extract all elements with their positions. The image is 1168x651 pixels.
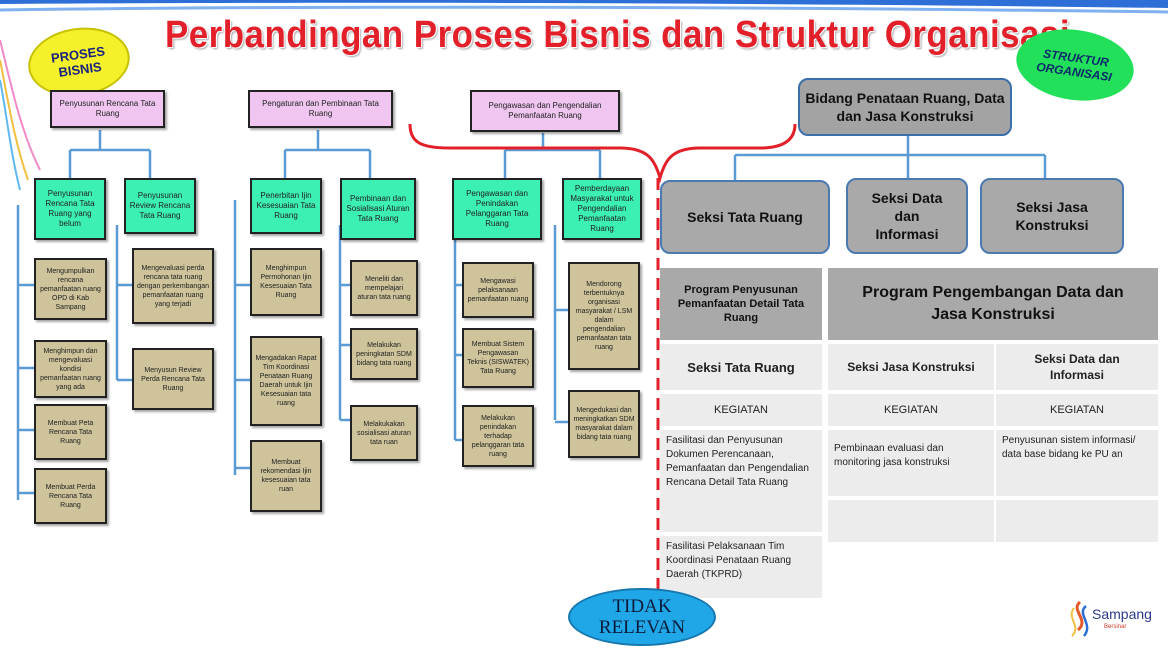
process-2-sub1: Penerbitan Ijin Kesesuaian Tata Ruang xyxy=(250,178,322,234)
sampang-logo-icon xyxy=(1070,600,1089,637)
table-empty-cell xyxy=(996,500,1158,542)
kegiatan-seksi-tata-ruang-1: Fasilitasi dan Penyusunan Dokumen Perenc… xyxy=(660,430,822,532)
process-2-sub2-item: Meneliti dan mempelajari aturan tata rua… xyxy=(350,260,418,316)
process-3-sub1-item: Melakukan penindakan terhadap pelanggara… xyxy=(462,405,534,467)
process-1-sub2: Penyusunan Review Rencana Tata Ruang xyxy=(124,178,196,234)
kegiatan-seksi-jasa-konstruksi: Pembinaan evaluasi dan monitoring jasa k… xyxy=(828,430,994,496)
seksi-data-informasi-box: Seksi Data dan Informasi xyxy=(846,178,968,254)
logo-tagline: Bersinar xyxy=(1104,624,1127,630)
page-title: Perbandingan Proses Bisnis dan Struktur … xyxy=(165,14,1071,56)
process-1-sub2-item: Mengevaluasi perda rencana tata ruang de… xyxy=(132,248,214,324)
process-2-sub1-item: Membuat rekomendasi Ijin kesesuaian tata… xyxy=(250,440,322,512)
tidak-relevan-badge: TIDAK RELEVAN xyxy=(568,588,716,646)
process-2-sub2: Pembinaan dan Sosialisasi Aturan Tata Ru… xyxy=(340,178,416,240)
process-3-sub2-item: Mendorong terbentuknya organisasi masyar… xyxy=(568,262,640,370)
kegiatan-label: KEGIATAN xyxy=(660,394,822,426)
col-seksi-tata-ruang: Seksi Tata Ruang xyxy=(660,344,822,390)
process-1-title: Penyusunan Rencana Tata Ruang xyxy=(50,90,165,128)
process-2-sub1-item: Mengadakan Rapat Tim Koordinasi Penataan… xyxy=(250,336,322,426)
process-2-sub1-item: Menghimpun Permohonan Ijin Kesesuaian Ta… xyxy=(250,248,322,316)
process-2-sub2-item: Melakukakan sosialisasi aturan tata ruan xyxy=(350,405,418,461)
process-1-sub1-item: Membuat Peta Rencana Tata Ruang xyxy=(34,404,107,460)
program-1-header: Program Penyusunan Pemanfaatan Detail Ta… xyxy=(660,268,822,340)
kegiatan-label: KEGIATAN xyxy=(996,394,1158,426)
kegiatan-label: KEGIATAN xyxy=(828,394,994,426)
process-3-title: Pengawasan dan Pengendalian Pemanfaatan … xyxy=(470,90,620,132)
process-2-sub2-item: Melakukan peningkatan SDM bidang tata ru… xyxy=(350,328,418,380)
process-1-sub2-item: Menyusun Review Perda Rencana Tata Ruang xyxy=(132,348,214,410)
bidang-box: Bidang Penataan Ruang, Data dan Jasa Kon… xyxy=(798,78,1012,136)
col-seksi-data-informasi: Seksi Data dan Informasi xyxy=(996,344,1158,390)
process-1-sub1-item: Membuat Perda Rencana Tata Ruang xyxy=(34,468,107,524)
program-2-header: Program Pengembangan Data dan Jasa Konst… xyxy=(828,268,1158,340)
process-3-sub2: Pemberdayaan Masyarakat untuk Pengendali… xyxy=(562,178,642,240)
process-2-title: Pengaturan dan Pembinaan Tata Ruang xyxy=(248,90,393,128)
logo-name: Sampang xyxy=(1092,606,1152,622)
process-1-sub1-item: Mengumpulkan rencana pemanfaatan ruang O… xyxy=(34,258,107,320)
process-3-sub1-item: Mengawasi pelaksanaan pemanfaatan ruang xyxy=(462,262,534,318)
kegiatan-seksi-data-informasi: Penyusunan sistem informasi/ data base b… xyxy=(996,430,1158,496)
process-3-sub2-item: Mengedukasi dan meningkatkan SDM masyara… xyxy=(568,390,640,458)
col-seksi-jasa-konstruksi: Seksi Jasa Konstruksi xyxy=(828,344,994,390)
process-1-sub1: Penyusunan Rencana Tata Ruang yang belum xyxy=(34,178,106,240)
seksi-jasa-konstruksi-box: Seksi Jasa Konstruksi xyxy=(980,178,1124,254)
process-3-sub1-item: Membuat Sistem Pengawasan Teknis (SISWAT… xyxy=(462,328,534,388)
process-3-sub1: Pengawasan dan Penindakan Pelanggaran Ta… xyxy=(452,178,542,240)
process-1-sub1-item: Menghimpun dan mengevaluasi kondisi pema… xyxy=(34,340,107,398)
table-empty-cell xyxy=(828,500,994,542)
seksi-tata-ruang-box: Seksi Tata Ruang xyxy=(660,180,830,254)
kegiatan-seksi-tata-ruang-2: Fasilitasi Pelaksanaan Tim Koordinasi Pe… xyxy=(660,536,822,598)
